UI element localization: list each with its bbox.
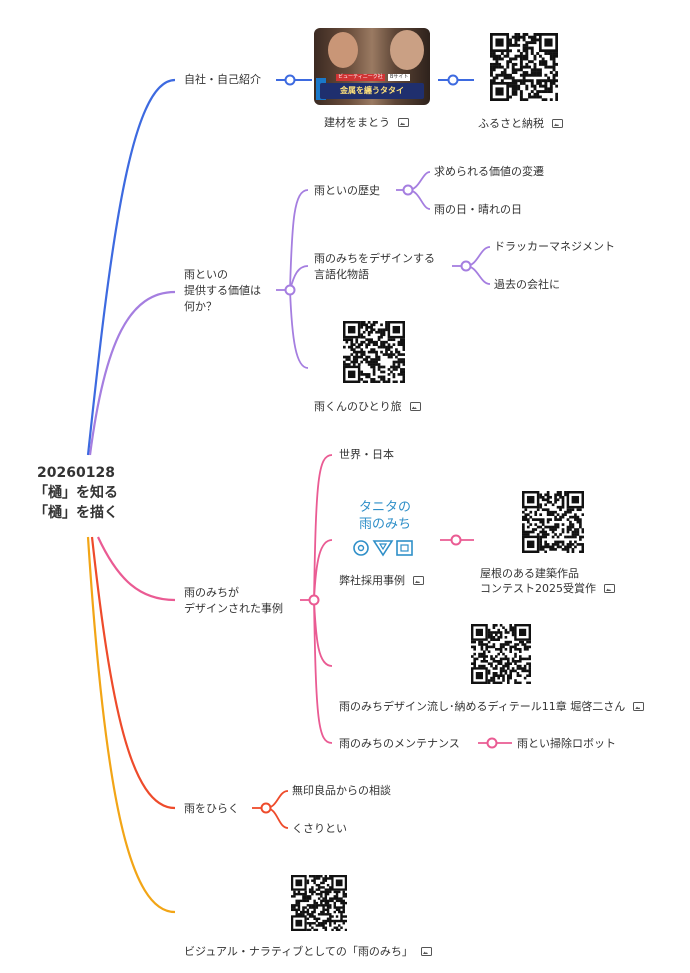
photo-banner: 金属を纏うタタイ <box>320 83 424 99</box>
image-icon <box>633 702 645 711</box>
node-company-case[interactable]: 弊社採用事例 <box>339 573 424 588</box>
image-icon <box>398 118 409 127</box>
examples-line-2: デザインされた事例 <box>184 602 283 615</box>
node-design-story[interactable]: 雨のみちをデザインする 言語化物語 <box>314 251 435 283</box>
person-right <box>390 30 424 70</box>
photo-caption-text: 建材をまとう <box>324 116 390 129</box>
detail-book-text: 雨のみちデザイン流し･納めるディテール11章 堀啓二さん <box>339 700 626 713</box>
examples-line-1: 雨のみちが <box>184 586 239 599</box>
qr-code-detail[interactable] <box>471 624 531 684</box>
qr-code-visual[interactable] <box>291 875 347 931</box>
node-cleaning-robot[interactable]: 雨とい掃除ロボット <box>517 737 616 750</box>
image-icon <box>413 576 424 585</box>
root-title-1: 「樋」を知る <box>34 485 118 501</box>
company-photo[interactable]: ビューティニーク社 Bサイト 金属を纏うタタイ <box>314 28 430 105</box>
design-line-1: 雨のみちをデザインする <box>314 252 435 265</box>
image-icon <box>552 119 563 128</box>
node-history-child-1[interactable]: 求められる価値の変遷 <box>434 165 544 178</box>
node-history-child-2[interactable]: 雨の日・晴れの日 <box>434 203 522 216</box>
image-icon <box>604 584 615 593</box>
design-line-2: 言語化物語 <box>314 268 369 281</box>
image-icon <box>409 402 421 411</box>
node-amekun[interactable]: 雨くんのひとり旅 <box>314 399 421 414</box>
node-history[interactable]: 雨といの歴史 <box>314 184 380 197</box>
node-visual-narrative[interactable]: ビジュアル・ナラティブとしての「雨のみち」 <box>184 944 432 959</box>
qr-code-award[interactable] <box>522 491 584 553</box>
award-line-2-wrap: コンテスト2025受賞作 <box>480 581 615 596</box>
image-icon <box>420 947 432 956</box>
furusato-text: ふるさと納税 <box>478 117 544 130</box>
photo-tag-left: ビューティニーク社 <box>336 74 385 81</box>
node-world-japan[interactable]: 世界・日本 <box>339 448 394 461</box>
root-title-2: 「樋」を描く <box>34 505 118 521</box>
root-node[interactable]: 20260128 「樋」を知る 「樋」を描く <box>22 463 130 523</box>
node-value[interactable]: 雨といの 提供する価値は 何か？ <box>184 267 261 315</box>
qr-code-amekun[interactable] <box>343 321 405 383</box>
value-line-1: 雨といの <box>184 268 228 281</box>
logo-line-1: タニタの <box>359 500 411 515</box>
node-past-company[interactable]: 過去の会社に <box>494 278 560 291</box>
node-examples[interactable]: 雨のみちが デザインされた事例 <box>184 585 283 617</box>
node-maintenance[interactable]: 雨のみちのメンテナンス <box>339 737 460 750</box>
award-line-1: 屋根のある建築作品 <box>480 567 579 580</box>
node-award[interactable]: 屋根のある建築作品 コンテスト2025受賞作 <box>480 566 615 596</box>
node-furusato[interactable]: ふるさと納税 <box>478 116 563 131</box>
node-detail-book[interactable]: 雨のみちデザイン流し･納めるディテール11章 堀啓二さん <box>339 699 645 714</box>
visual-narrative-text: ビジュアル・ナラティブとしての「雨のみち」 <box>184 945 413 958</box>
node-intro[interactable]: 自社・自己紹介 <box>184 73 261 86</box>
award-line-2: コンテスト2025受賞作 <box>480 582 596 595</box>
node-photo-caption[interactable]: 建材をまとう <box>324 115 409 130</box>
person-left <box>328 32 358 68</box>
photo-tag-right: Bサイト <box>388 74 411 81</box>
node-muji[interactable]: 無印良品からの相談 <box>292 784 391 797</box>
node-drucker[interactable]: ドラッカーマネジメント <box>494 240 615 253</box>
logo-line-2: 雨のみち <box>359 517 411 532</box>
company-case-text: 弊社採用事例 <box>339 574 405 587</box>
value-line-2: 提供する価値は <box>184 284 261 297</box>
qr-code-furusato[interactable] <box>490 33 558 101</box>
value-line-3: 何か？ <box>184 300 217 313</box>
amekun-text: 雨くんのひとり旅 <box>314 400 402 413</box>
tanita-logo[interactable]: タニタの 雨のみち <box>352 496 418 558</box>
root-date: 20260128 <box>37 465 115 481</box>
node-open[interactable]: 雨をひらく <box>184 802 239 815</box>
node-chain-gutter[interactable]: くさりとい <box>292 822 347 835</box>
